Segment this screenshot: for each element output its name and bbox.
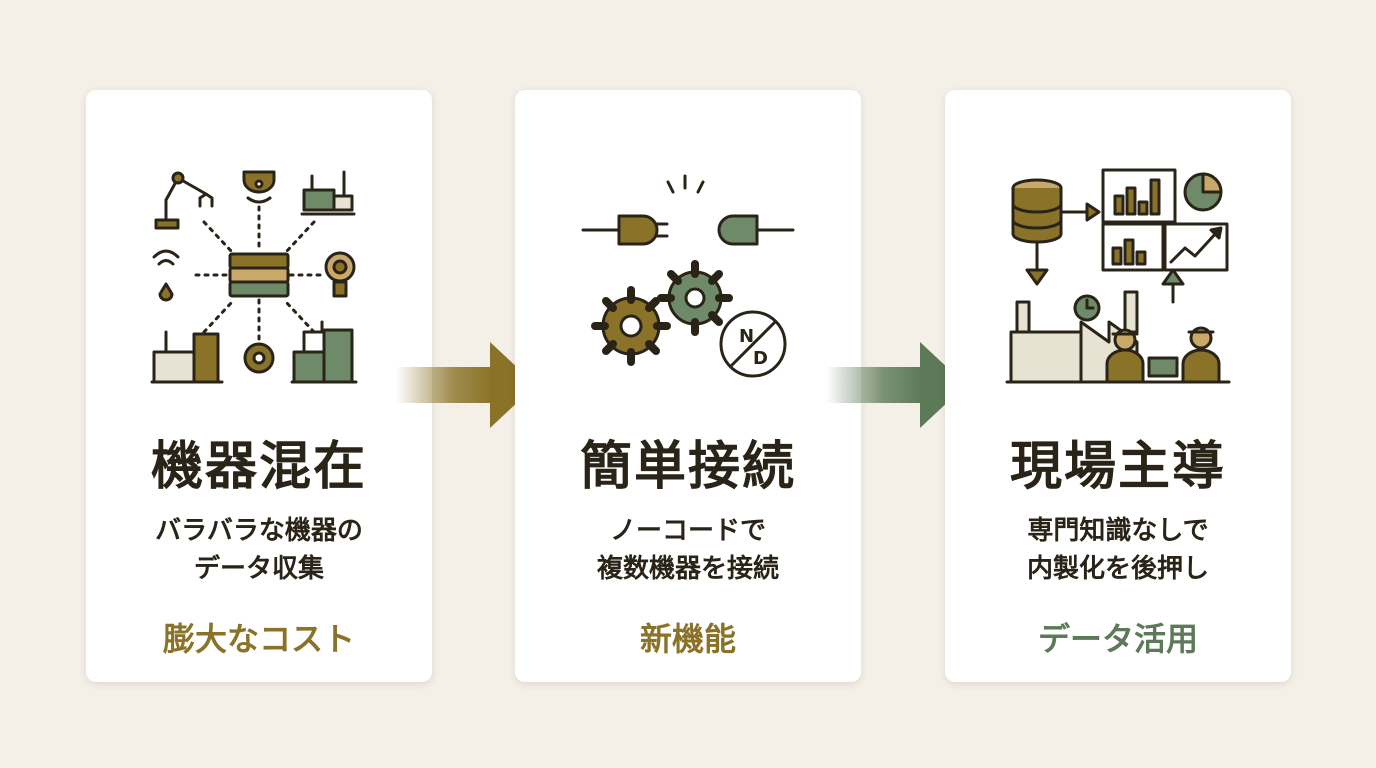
card-tag: 新機能: [639, 620, 736, 658]
card-description-line: ノーコードで: [609, 516, 766, 546]
card-description-line: バラバラな機器の: [155, 516, 363, 546]
card-description-line: 内製化を後押し: [1026, 554, 1209, 584]
svg-text:N: N: [739, 326, 754, 347]
card-description: バラバラな機器の データ収集: [86, 512, 432, 588]
card-title: 簡単接続: [579, 436, 796, 497]
card-tag: データ活用: [1037, 620, 1198, 658]
card-description-line: 複数機器を接続: [596, 554, 779, 584]
card-easy-connect: N D 簡単接続 ノーコードで 複数機器を接続 新機能: [515, 90, 861, 682]
card-title: 機器混在: [150, 436, 367, 497]
card-description-line: データ収集: [193, 554, 324, 584]
card-field-led: 現場主導 専門知識なしで 内製化を後押し データ活用: [945, 90, 1291, 682]
card-tag: 膨大なコスト: [162, 620, 355, 658]
svg-text:D: D: [753, 348, 768, 369]
arrow-right-icon: [826, 342, 966, 428]
card-mixed-devices: 機器混在 バラバラな機器の データ収集 膨大なコスト: [86, 90, 432, 682]
card-description: ノーコードで 複数機器を接続: [515, 512, 861, 588]
card-description: 専門知識なしで 内製化を後押し: [945, 512, 1291, 588]
plug-connect-gears-icon: N D: [573, 162, 803, 392]
card-title: 現場主導: [1009, 436, 1226, 497]
data-analytics-factory-workers-icon: [1003, 162, 1233, 392]
card-description-line: 専門知識なしで: [1027, 516, 1209, 546]
arrow-right-icon: [396, 342, 536, 428]
mixed-devices-network-icon: [144, 162, 374, 392]
